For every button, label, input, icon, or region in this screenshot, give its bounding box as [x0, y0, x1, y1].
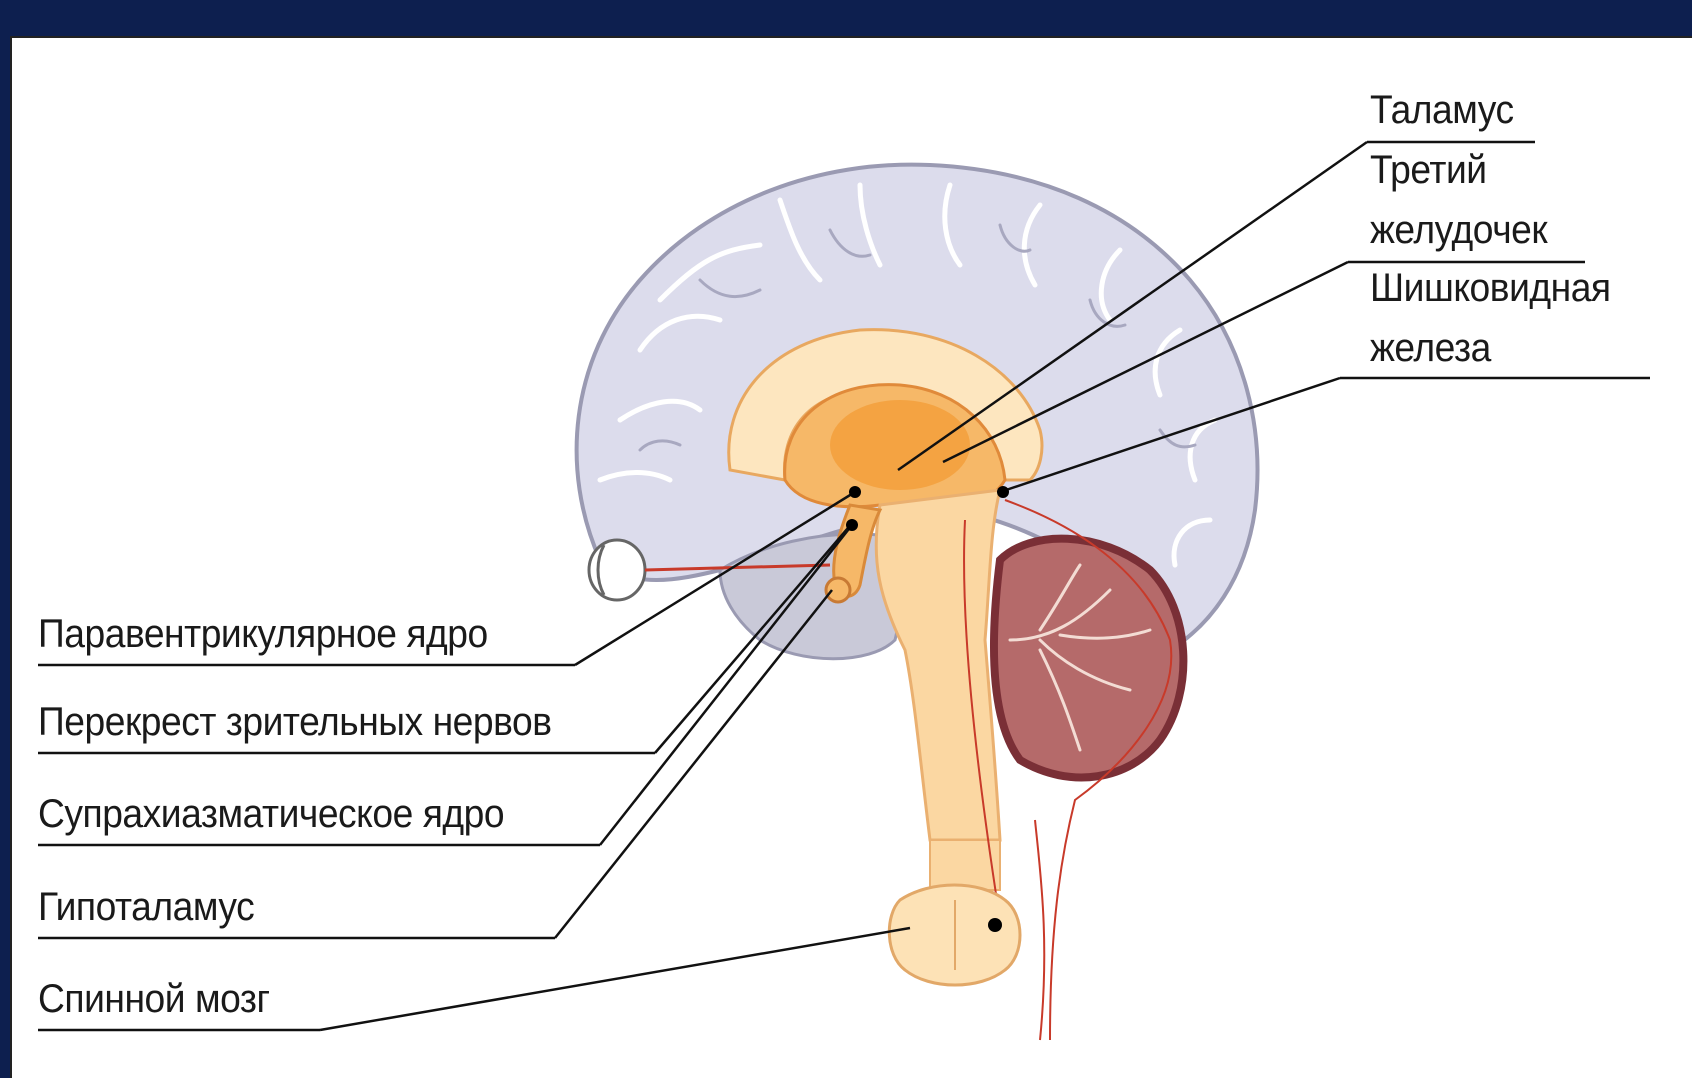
label-pineal-line2: железа	[1370, 326, 1491, 371]
label-suprachiasmatic: Супрахиазматическое ядро	[38, 792, 504, 837]
spinal-nucleus	[988, 918, 1002, 932]
label-third-ventricle-line1: Третий	[1370, 148, 1487, 193]
label-thalamus: Таламус	[1370, 88, 1514, 133]
label-third-ventricle-line2: желудочек	[1370, 208, 1547, 253]
label-optic-chiasm: Перекрест зрительных нервов	[38, 700, 552, 745]
label-paraventricular: Паравентрикулярное ядро	[38, 612, 488, 657]
label-hypothalamus: Гипоталамус	[38, 885, 254, 930]
pituitary	[826, 578, 850, 602]
cerebellum	[994, 539, 1183, 778]
label-spinal-cord: Спинной мозг	[38, 977, 270, 1022]
label-pineal-line1: Шишковидная	[1370, 266, 1611, 311]
thalamus-body	[830, 400, 970, 490]
